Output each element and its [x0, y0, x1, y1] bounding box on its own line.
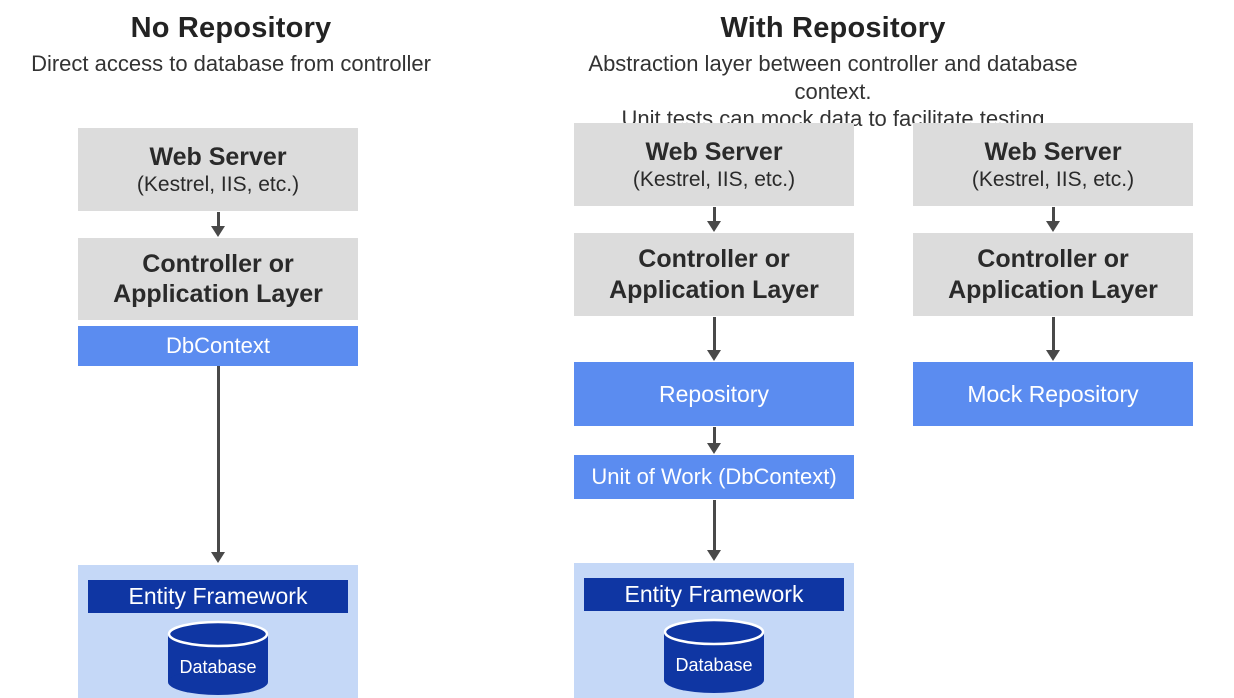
arrow-shaft — [216, 212, 220, 226]
mock-repository-label: Mock Repository — [967, 380, 1139, 407]
arrow-shaft — [712, 317, 716, 350]
arrow-shaft — [712, 500, 716, 550]
arrow-head-icon — [1046, 221, 1060, 232]
entity-framework-bar: Entity Framework — [88, 580, 348, 613]
controller-label-line2: Application Layer — [948, 275, 1158, 304]
repository-box: Repository — [574, 362, 854, 426]
mock-repository-box: Mock Repository — [913, 362, 1193, 426]
flow-arrow — [210, 366, 226, 563]
arrow-head-icon — [707, 443, 721, 454]
controller-box: Controller or Application Layer — [78, 238, 358, 320]
arrow-head-icon — [707, 550, 721, 561]
controller-box: Controller or Application Layer — [574, 233, 854, 316]
arrow-head-icon — [707, 350, 721, 361]
flow-arrow — [706, 427, 722, 454]
database-cylinder-icon: Database — [167, 620, 269, 695]
controller-label-line2: Application Layer — [609, 275, 819, 304]
arrow-shaft — [712, 427, 716, 443]
entity-framework-bar: Entity Framework — [584, 578, 844, 611]
flow-arrow — [706, 317, 722, 361]
with-repository-subtitle: Abstraction layer between controller and… — [560, 50, 1106, 133]
database-cylinder-icon: Database — [663, 618, 765, 693]
with-repository-header: With Repository Abstraction layer betwee… — [560, 12, 1106, 133]
repository-label: Repository — [659, 380, 769, 407]
controller-label-line2: Application Layer — [113, 280, 323, 308]
web-server-label: Web Server — [645, 137, 783, 166]
arrow-shaft — [712, 207, 716, 221]
web-server-sublabel: (Kestrel, IIS, etc.) — [632, 168, 796, 192]
flow-arrow — [706, 207, 722, 232]
database-label: Database — [675, 655, 752, 675]
web-server-sublabel: (Kestrel, IIS, etc.) — [971, 168, 1135, 192]
flow-arrow — [1045, 317, 1061, 361]
with-repository-subtitle-line1: Abstraction layer between controller and… — [588, 51, 1078, 104]
database-label: Database — [179, 657, 256, 677]
arrow-shaft — [216, 366, 220, 552]
flow-arrow — [210, 212, 226, 237]
no-repository-title: No Repository — [130, 12, 332, 44]
unit-of-work-label: Unit of Work (DbContext) — [591, 464, 837, 489]
with-repository-title: With Repository — [720, 12, 946, 44]
web-server-box: Web Server (Kestrel, IIS, etc.) — [913, 123, 1193, 206]
web-server-box: Web Server (Kestrel, IIS, etc.) — [78, 128, 358, 211]
arrow-head-icon — [211, 552, 225, 563]
arrow-shaft — [1051, 207, 1055, 221]
arrow-head-icon — [707, 221, 721, 232]
no-repository-subtitle: Direct access to database from controlle… — [31, 51, 431, 76]
entity-framework-panel: Entity Framework Database — [78, 565, 358, 698]
web-server-label: Web Server — [149, 142, 287, 171]
dbcontext-box: DbContext — [78, 326, 358, 366]
arrow-shaft — [1051, 317, 1055, 350]
web-server-label: Web Server — [984, 137, 1122, 166]
flow-arrow — [1045, 207, 1061, 232]
arrow-head-icon — [211, 226, 225, 237]
arrow-head-icon — [1046, 350, 1060, 361]
entity-framework-panel: Entity Framework Database — [574, 563, 854, 698]
dbcontext-label: DbContext — [166, 333, 270, 358]
controller-box: Controller or Application Layer — [913, 233, 1193, 316]
unit-of-work-box: Unit of Work (DbContext) — [574, 455, 854, 499]
web-server-sublabel: (Kestrel, IIS, etc.) — [136, 173, 300, 197]
web-server-box: Web Server (Kestrel, IIS, etc.) — [574, 123, 854, 206]
controller-label-line1: Controller or — [638, 245, 790, 273]
controller-label-line1: Controller or — [977, 245, 1129, 273]
controller-label-line1: Controller or — [142, 249, 294, 278]
flow-arrow — [706, 500, 722, 561]
no-repository-header: No Repository Direct access to database … — [0, 12, 462, 78]
